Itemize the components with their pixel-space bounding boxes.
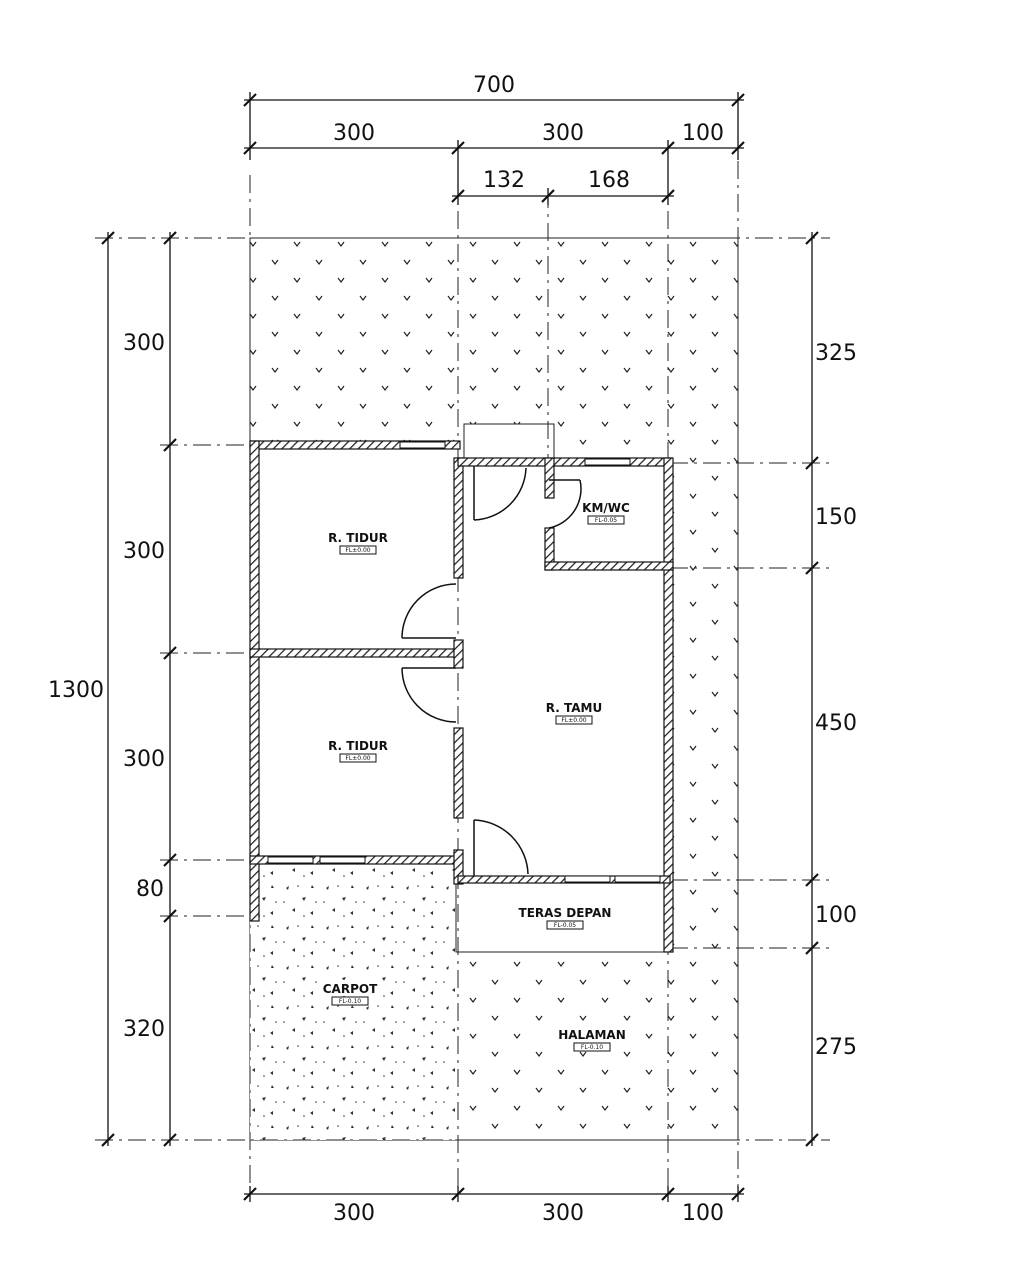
room-bath: KM/WC FL-0.05 <box>582 501 630 525</box>
wall-center-1 <box>453 457 464 579</box>
back-step <box>463 423 555 463</box>
room-living-tag: FL±0.00 <box>561 717 586 724</box>
wall-center-4 <box>453 849 464 885</box>
room-carport: CARPOT FL-0.10 <box>320 980 380 1006</box>
room-living: R. TAMU FL±0.00 <box>546 701 602 725</box>
dim-right-4: 100 <box>815 903 857 928</box>
windows <box>267 441 661 883</box>
dim-left-4: 80 <box>136 877 164 902</box>
door-bedroom-1 <box>401 583 457 639</box>
door-bath <box>548 479 582 529</box>
walls <box>249 440 674 953</box>
dimension-labels: 700 300 300 100 132 168 300 300 100 1300… <box>48 73 857 1226</box>
room-living-name: R. TAMU <box>546 701 602 715</box>
wall-front <box>457 875 671 884</box>
window-front-a <box>564 875 611 883</box>
room-carport-tag: FL-0.10 <box>339 998 361 1005</box>
window-bedroom-2b <box>319 856 366 864</box>
dim-top-left: 300 <box>333 121 375 146</box>
dim-bottom-mid: 300 <box>542 1201 584 1226</box>
wall-bath-bottom <box>544 561 674 571</box>
door-back <box>473 466 527 521</box>
room-bedroom-1: R. TIDUR FL±0.00 <box>328 531 388 555</box>
wall-top-living <box>457 457 671 467</box>
room-terrace-name: TERAS DEPAN <box>519 906 612 920</box>
dim-top-mid: 300 <box>542 121 584 146</box>
dim-right-3: 450 <box>815 711 857 736</box>
room-labels: R. TIDUR FL±0.00 R. TIDUR FL±0.00 KM/WC … <box>320 501 630 1052</box>
room-terrace-tag: FL-0.05 <box>554 922 576 929</box>
dim-top-right: 100 <box>682 121 724 146</box>
dim-top-total: 700 <box>473 73 515 98</box>
window-bedroom-1 <box>399 441 446 449</box>
dim-sub-a: 132 <box>483 168 525 193</box>
room-yard: HALAMAN FL-0.10 <box>556 1026 628 1052</box>
dimension-ticks <box>101 93 819 1201</box>
dim-bottom-left: 300 <box>333 1201 375 1226</box>
wall-center-2 <box>453 639 464 669</box>
dim-left-1: 300 <box>123 331 165 356</box>
door-front <box>473 819 529 876</box>
door-bedroom-2 <box>401 667 457 723</box>
wall-right <box>663 457 674 953</box>
room-carport-name: CARPOT <box>323 982 378 996</box>
room-bedroom-1-name: R. TIDUR <box>328 531 388 545</box>
wall-bath-left-upper <box>544 457 555 499</box>
room-bedroom-2-name: R. TIDUR <box>328 739 388 753</box>
dim-bottom-right: 100 <box>682 1201 724 1226</box>
dim-sub-b: 168 <box>588 168 630 193</box>
room-yard-name: HALAMAN <box>558 1028 626 1042</box>
room-bedroom-2: R. TIDUR FL±0.00 <box>328 739 388 763</box>
window-front-b <box>614 875 661 883</box>
window-bedroom-2a <box>267 856 314 864</box>
room-bedroom-2-tag: FL±0.00 <box>345 755 370 762</box>
room-bath-name: KM/WC <box>582 501 630 515</box>
dim-right-5: 275 <box>815 1035 857 1060</box>
room-bath-tag: FL-0.05 <box>595 517 617 524</box>
wall-mid-bedrooms <box>249 648 461 658</box>
dim-left-total: 1300 <box>48 678 104 703</box>
wall-center-3 <box>453 727 464 819</box>
doors <box>401 466 582 876</box>
room-terrace: TERAS DEPAN FL-0.05 <box>519 906 612 930</box>
dim-left-2: 300 <box>123 539 165 564</box>
dim-left-5: 320 <box>123 1017 165 1042</box>
dim-left-3: 300 <box>123 747 165 772</box>
wall-left <box>249 440 260 922</box>
terrace-bg <box>455 879 669 953</box>
room-bedroom-1-tag: FL±0.00 <box>345 547 370 554</box>
room-yard-tag: FL-0.10 <box>581 1044 603 1051</box>
site-textures <box>249 237 739 1141</box>
window-bath <box>584 458 631 466</box>
dim-right-1: 325 <box>815 341 857 366</box>
living-bg <box>458 462 670 880</box>
dim-right-2: 150 <box>815 505 857 530</box>
